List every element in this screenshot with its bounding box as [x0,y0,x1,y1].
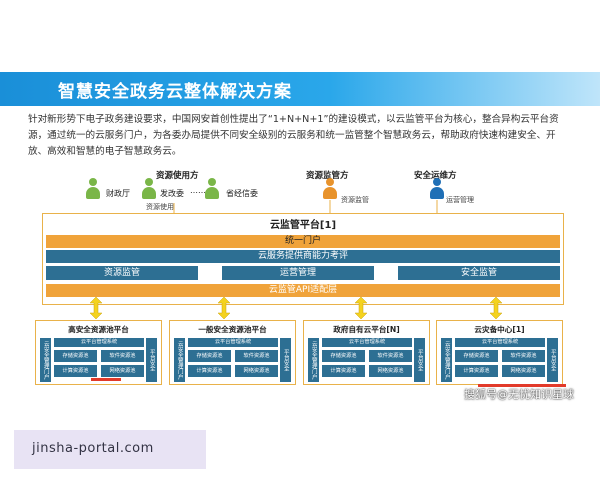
storage-pool: 存储资源池 [455,350,498,362]
title-banner: 智慧安全政务云整体解决方案 [0,72,600,106]
provider-evaluation-bar: 云服务提供商能力考评 [46,250,560,263]
software-pool: 软件资源池 [101,350,144,362]
storage-pool: 存储资源池 [188,350,231,362]
red-underline [91,378,121,381]
page-title: 智慧安全政务云整体解决方案 [58,82,292,102]
finance-person-icon [86,178,100,200]
platform-security: 平台安全 [280,338,291,382]
general-security-pool-platform: 一般安全资源池平台 云安全管理门户 云平台管理系统 存储资源池 软件资源池 计算… [169,320,296,385]
cloud-disaster-recovery-center: 云灾备中心[1] 云安全管理门户 云平台管理系统 存储资源池 软件资源池 计算资… [436,320,563,385]
resource-monitor-module: 资源监管 [46,266,198,280]
security-ops-label: 安全运维方 [414,171,457,181]
software-pool: 软件资源池 [502,350,545,362]
network-pool: 网络资源池 [235,365,278,377]
sub-platform-title: 一般安全资源池平台 [198,325,267,334]
watermark-text: 搜狐号@无忧知识星球 [464,388,574,401]
regulator-person-icon [323,178,337,200]
footer-badge: jinsha-portal.com [14,430,206,469]
cloud-security-portal: 云安全管理门户 [40,338,51,382]
cloud-platform-title: 云监管平台[1] [269,220,337,231]
sub-platform-title: 高安全资源池平台 [68,325,129,334]
finance-label: 财政厅 [106,189,130,198]
cloud-security-portal: 云安全管理门户 [174,338,185,382]
regulate-label: 资源监管 [341,196,369,204]
compute-pool: 计算资源池 [455,365,498,377]
platform-security: 平台安全 [414,338,425,382]
double-arrow-icon [490,297,502,319]
ndrc-person-icon [142,178,156,200]
government-own-cloud-platform: 政府自有云平台[N] 云安全管理门户 云平台管理系统 存储资源池 软件资源池 计… [303,320,430,385]
double-arrow-icon [355,297,367,319]
compute-pool: 计算资源池 [54,365,97,377]
resource-use-label: 资源使用 [146,203,174,211]
econ-person-icon [205,178,219,200]
cloud-mgmt-system: 云平台管理系统 [455,338,545,347]
watermark-underline [478,384,566,387]
cloud-security-portal: 云安全管理门户 [441,338,452,382]
double-arrow-icon [90,297,102,319]
footer-domain: jinsha-portal.com [32,441,154,456]
double-arrow-icon [218,297,230,319]
platform-security: 平台安全 [547,338,558,382]
ops-management-module: 运营管理 [222,266,374,280]
network-pool: 网络资源池 [369,365,412,377]
econ-commission-label: 省经信委 [226,189,258,198]
network-pool: 网络资源池 [101,365,144,377]
cloud-mgmt-system: 云平台管理系统 [188,338,278,347]
high-security-pool-platform: 高安全资源池平台 云安全管理门户 云平台管理系统 存储资源池 软件资源池 计算资… [35,320,162,385]
security-ops-person-icon [430,178,444,200]
ellipsis-label: …… [190,186,206,195]
cloud-mgmt-system: 云平台管理系统 [322,338,412,347]
network-pool: 网络资源池 [502,365,545,377]
sub-platform-title: 云灾备中心[1] [474,325,525,334]
storage-pool: 存储资源池 [322,350,365,362]
cloud-security-portal: 云安全管理门户 [308,338,319,382]
intro-paragraph: 针对新形势下电子政务建设要求，中国网安首创性提出了“1+N+N+1”的建设模式，… [28,114,559,157]
storage-pool: 存储资源池 [54,350,97,362]
compute-pool: 计算资源池 [322,365,365,377]
cloud-mgmt-system: 云平台管理系统 [54,338,144,347]
resource-users-label: 资源使用方 [156,171,199,181]
ndrc-label: 发改委 [160,189,184,198]
regulator-label: 资源监管方 [306,171,349,181]
unified-portal-bar: 统一门户 [46,235,560,248]
security-monitor-module: 安全监管 [398,266,560,280]
software-pool: 软件资源池 [235,350,278,362]
platform-security: 平台安全 [146,338,157,382]
compute-pool: 计算资源池 [188,365,231,377]
software-pool: 软件资源池 [369,350,412,362]
ops-manage-label: 运营管理 [446,196,474,204]
sub-platform-title: 政府自有云平台[N] [333,325,400,334]
api-adapter-bar: 云监管API适配层 [46,284,560,297]
